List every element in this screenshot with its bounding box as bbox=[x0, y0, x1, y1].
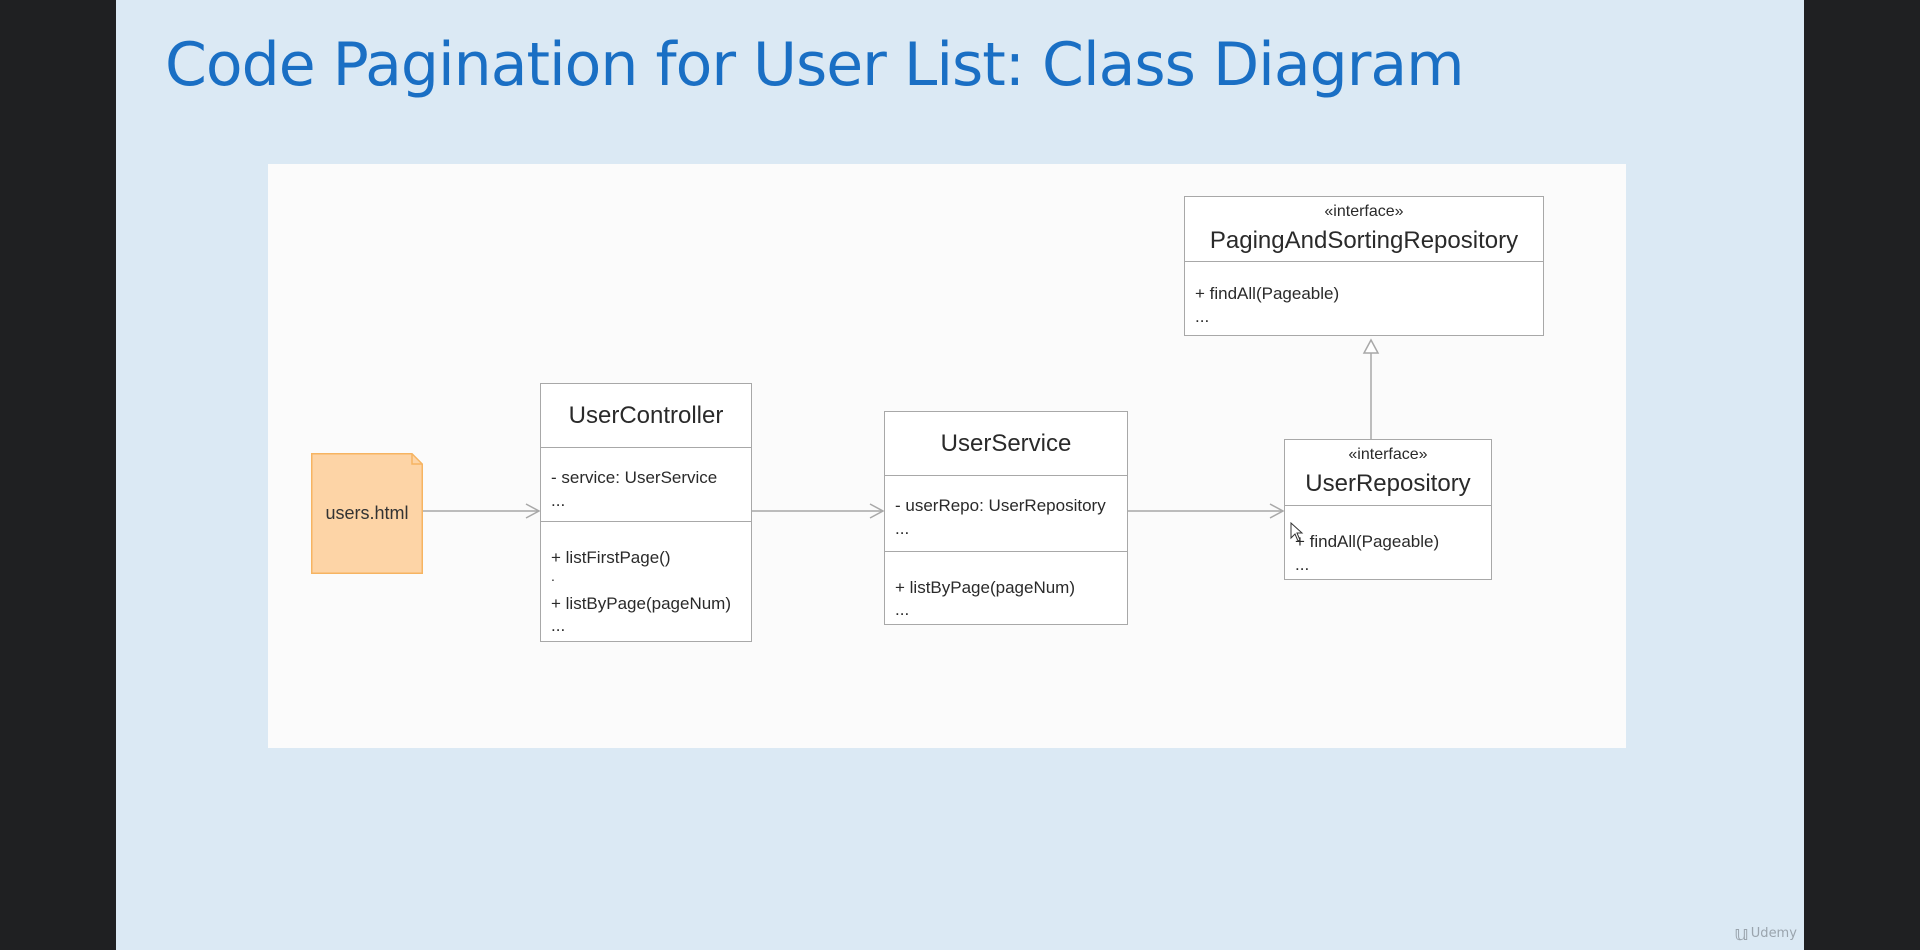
watermark-text: Udemy bbox=[1750, 926, 1797, 941]
slide-title: Code Pagination for User List: Class Dia… bbox=[165, 30, 1465, 100]
attribute-line: - service: UserService bbox=[551, 468, 718, 487]
methods-compartment: + findAll(Pageable) ... bbox=[1185, 262, 1543, 334]
method-line: + listByPage(pageNum) bbox=[895, 578, 1076, 597]
method-line: ... bbox=[551, 616, 566, 635]
class-name-compartment: UserController bbox=[541, 384, 751, 448]
class-name: UserRepository bbox=[1305, 470, 1471, 497]
users-html-note: users.html bbox=[311, 453, 423, 574]
class-name-compartment: UserService bbox=[885, 412, 1127, 476]
user-controller-class: UserController - service: UserService ..… bbox=[540, 383, 752, 642]
methods-compartment: + listFirstPage() . + listByPage(pageNum… bbox=[541, 522, 751, 640]
paging-and-sorting-repository-interface: «interface» PagingAndSortingRepository +… bbox=[1184, 196, 1544, 336]
attributes-compartment: - userRepo: UserRepository ... bbox=[885, 476, 1127, 552]
user-repository-interface: «interface» UserRepository + findAll(Pag… bbox=[1284, 439, 1492, 580]
method-line: . bbox=[551, 568, 555, 584]
attribute-line: ... bbox=[551, 491, 566, 510]
method-line: + listByPage(pageNum) bbox=[551, 594, 732, 613]
methods-compartment: + listByPage(pageNum) ... bbox=[885, 552, 1127, 623]
class-name-compartment: «interface» UserRepository bbox=[1285, 440, 1491, 506]
attribute-line: ... bbox=[895, 519, 910, 538]
methods-compartment: + findAll(Pageable) ... bbox=[1285, 506, 1491, 578]
class-name: UserController bbox=[568, 402, 724, 429]
class-name: PagingAndSortingRepository bbox=[1209, 227, 1519, 254]
stereotype-label: «interface» bbox=[1324, 203, 1404, 220]
method-line: + findAll(Pageable) bbox=[1295, 532, 1440, 551]
class-name-compartment: «interface» PagingAndSortingRepository bbox=[1185, 197, 1543, 262]
stereotype-label: «interface» bbox=[1348, 446, 1428, 463]
method-line: ... bbox=[1295, 555, 1310, 574]
udemy-logo-icon: 𝕦 bbox=[1734, 921, 1749, 945]
method-line: ... bbox=[1195, 307, 1210, 326]
user-service-class: UserService - userRepo: UserRepository .… bbox=[884, 411, 1128, 625]
method-line: + listFirstPage() bbox=[551, 548, 671, 567]
note-shape bbox=[311, 453, 423, 574]
attribute-line: - userRepo: UserRepository bbox=[895, 496, 1106, 515]
note-label: users.html bbox=[325, 503, 409, 523]
attributes-compartment: - service: UserService ... bbox=[541, 448, 751, 522]
mouse-cursor-icon bbox=[1290, 522, 1304, 542]
class-name: UserService bbox=[940, 430, 1072, 457]
method-line: ... bbox=[895, 600, 910, 619]
method-line: + findAll(Pageable) bbox=[1195, 284, 1340, 303]
